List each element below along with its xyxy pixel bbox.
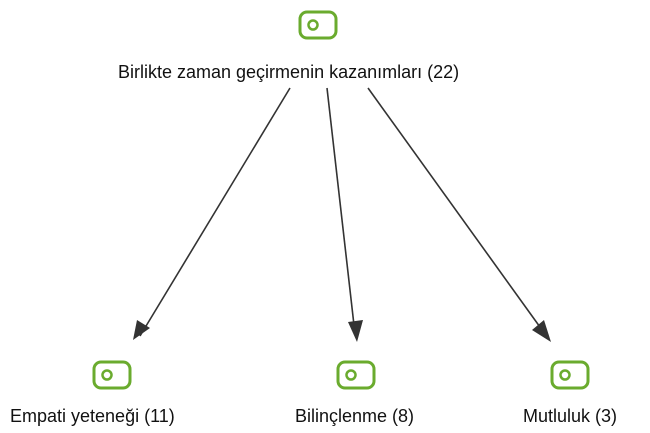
code-tag-icon[interactable]: [336, 360, 376, 390]
child-node-label-bilinclenme[interactable]: Bilinçlenme (8): [295, 406, 415, 426]
code-tag-icon[interactable]: [550, 360, 590, 390]
arrowhead-bilinclenme: [348, 320, 363, 342]
code-tag-icon[interactable]: [92, 360, 132, 390]
child-node-label-empati[interactable]: Empati yeteneği (11): [10, 406, 175, 426]
arrowhead-empati: [133, 320, 150, 340]
root-node-label[interactable]: Birlikte zaman geçirmenin kazanımları (2…: [118, 62, 460, 82]
child-node-label-mutluluk[interactable]: Mutluluk (3): [523, 406, 618, 426]
edge-root-to-mutluluk: [367, 87, 546, 335]
code-tag-icon[interactable]: [298, 10, 338, 40]
edge-root-to-bilinclenme: [326, 87, 356, 335]
arrowhead-mutluluk: [532, 320, 551, 342]
edge-root-to-empati: [139, 87, 291, 337]
